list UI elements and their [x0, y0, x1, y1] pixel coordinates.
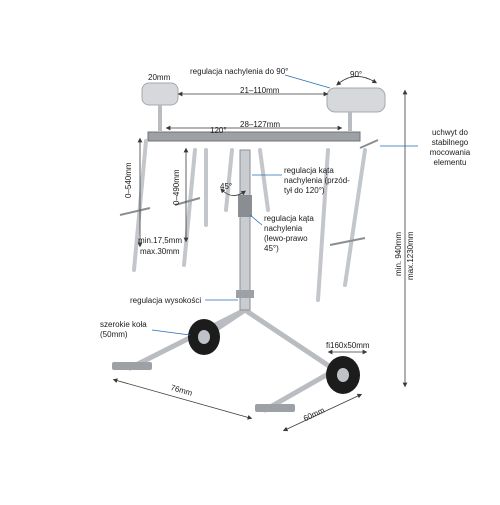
arm-range-b-label: 0–490mm: [172, 169, 181, 205]
roller-left: [141, 82, 179, 132]
callout-lines: [151, 74, 418, 336]
roller-right: [326, 87, 386, 132]
wheel-left: [188, 319, 220, 355]
min-width-label: min.17,5mm: [138, 236, 183, 245]
height-adjust-label: regulacja wysokości: [130, 296, 202, 305]
tilt-front-back-label: regulacja kąta nachylenia (przód-tył do …: [284, 166, 350, 195]
crossbar: [147, 131, 361, 142]
arm-span-label: 28–127mm: [240, 120, 281, 129]
angle-45-label: 45°: [220, 182, 233, 191]
angle-120-label: 120°: [210, 126, 227, 135]
max-width-label: max.30mm: [140, 247, 180, 256]
roller-spacing-label: 21–110mm: [240, 86, 280, 95]
tilt-top-label: regulacja nachylenia do 90°: [190, 67, 289, 76]
height-min-label: min. 940mm: [394, 231, 403, 276]
arm-range-a-label: 0–540mm: [124, 162, 133, 198]
wheel-size-label: fi160x50mm: [326, 341, 370, 350]
support-arms: [132, 139, 367, 302]
wheel-right: [326, 356, 360, 394]
tilt-left-right-label: regulacja kąta nachylenia (lewo-prawo 45…: [264, 214, 314, 253]
arm-clamps: [119, 139, 379, 246]
base-frame: [127, 307, 338, 413]
wide-wheels-label: szerokie koła (50mm): [100, 320, 147, 339]
bracket-note-label: uchwyt do stabilnego mocowania elementu: [429, 128, 471, 167]
roller-width-label: 20mm: [148, 73, 171, 82]
height-max-label: max.1230mm: [406, 231, 415, 280]
central-mast: [236, 149, 254, 311]
dimension-lines: [112, 76, 408, 432]
angle-90-label: 90°: [350, 70, 363, 79]
